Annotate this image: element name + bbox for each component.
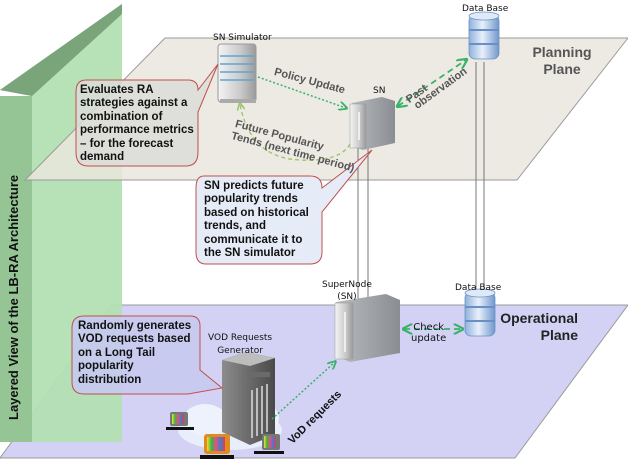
database-planning-icon xyxy=(468,11,500,60)
callout-line: popularity trends xyxy=(204,193,298,206)
future-popularity-arrow xyxy=(240,104,351,161)
sn-simulator-label: SN Simulator xyxy=(213,33,272,43)
callout-line: strategies against a xyxy=(80,97,188,110)
vod-generator-label-line1: VOD Requests xyxy=(208,333,273,343)
past-observation-arrow xyxy=(398,60,466,106)
db-planning-label: Data Base xyxy=(462,4,509,14)
callout-line: Randomly generates xyxy=(78,320,192,332)
callout-line: distribution xyxy=(78,373,142,386)
callout-sn-text: SN predicts future popularity trends bas… xyxy=(204,180,309,260)
check-update-label: Check update xyxy=(411,322,446,344)
planning-title-line2: Plane xyxy=(543,61,581,77)
callout-line: based on historical xyxy=(204,206,309,219)
side-panel-top-edge xyxy=(0,4,122,96)
callout-line: performance metrics xyxy=(80,124,194,137)
vod-generator-label: VOD Requests Generator xyxy=(208,332,272,358)
db-operational-label: Data Base xyxy=(455,283,502,293)
sn-planning-icon xyxy=(349,97,395,150)
policy-update-arrow xyxy=(257,76,346,108)
side-panel-front-dark xyxy=(0,96,32,442)
callout-sn-bubble xyxy=(195,149,373,265)
tv-icon xyxy=(200,434,234,459)
supernode-label: SuperNode (SN) xyxy=(322,279,372,303)
supernode-label-line1: SuperNode xyxy=(322,280,372,290)
planning-plane-title: Planning Plane xyxy=(522,44,602,78)
check-update-label-line2: update xyxy=(411,333,447,344)
vod-generator-icon xyxy=(222,352,275,445)
callout-line: Evaluates RA xyxy=(80,84,154,96)
sn-simulator-icon xyxy=(217,43,257,103)
planning-title-line1: Planning xyxy=(532,44,592,60)
sn-planning-label: SN xyxy=(373,86,386,96)
check-update-label-line1: Check xyxy=(413,322,444,333)
callout-generator-text: Randomly generates VOD requests based on… xyxy=(78,320,191,387)
callout-line: popularity xyxy=(78,360,134,373)
side-title: Layered View of the LB-RA Architecture xyxy=(6,174,21,420)
operational-title-line1: Operational xyxy=(500,310,578,326)
callout-line: VOD requests based xyxy=(78,333,191,346)
callout-line: on a Long Tail xyxy=(78,346,156,359)
callout-simulator-bubble xyxy=(75,63,219,167)
supernode-icon xyxy=(334,294,400,362)
operational-plane-title: Operational Plane xyxy=(486,310,578,344)
callout-line: trends, and xyxy=(204,220,266,233)
callout-line: communicate it to xyxy=(204,233,303,246)
tv-icon xyxy=(166,412,194,430)
callout-line: demand xyxy=(80,151,125,164)
operational-title-line2: Plane xyxy=(540,327,578,343)
tv-icon xyxy=(254,434,284,454)
vod-generator-label-line2: Generator xyxy=(217,346,263,356)
callout-line: combination of xyxy=(80,110,163,123)
callout-line: SN predicts future xyxy=(204,180,304,192)
database-operational-icon xyxy=(464,288,496,337)
callout-generator-bubble xyxy=(71,315,224,395)
supernode-label-line2: (SN) xyxy=(337,292,357,302)
callout-line: – for the forecast xyxy=(80,137,174,150)
callout-simulator-text: Evaluates RA strategies against a combin… xyxy=(80,84,194,164)
callout-line: the SN simulator xyxy=(204,247,296,260)
